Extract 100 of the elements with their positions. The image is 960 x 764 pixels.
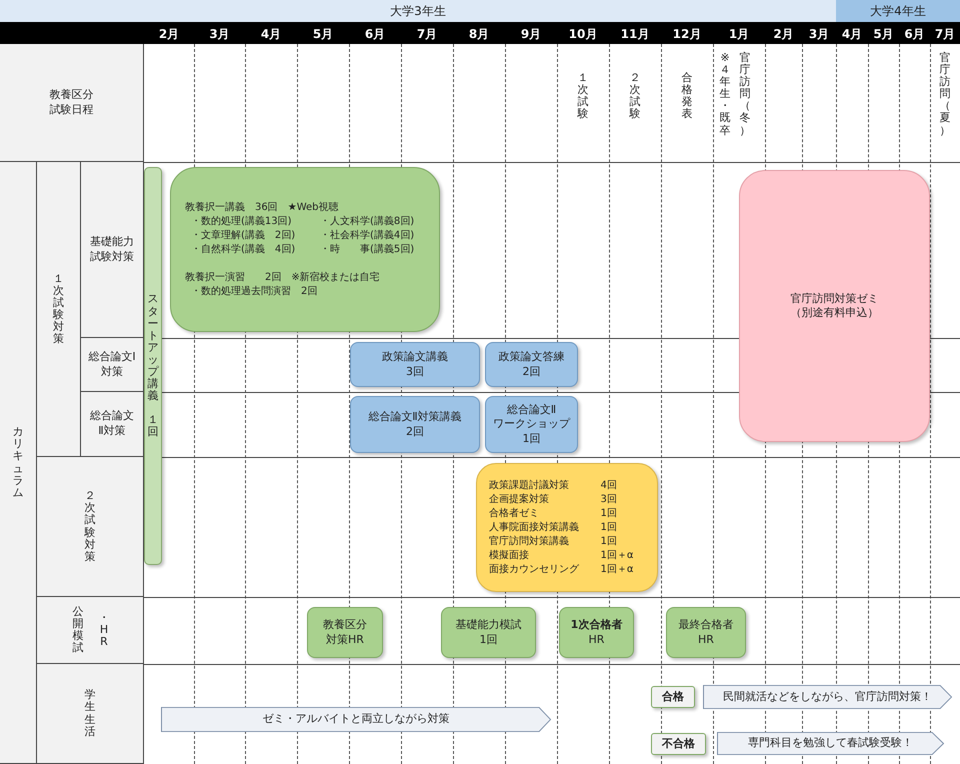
year-label: 大学4年生 — [870, 2, 926, 20]
month-label: 6月 — [364, 26, 386, 43]
node-text: スタートアップ講義 — [148, 293, 158, 402]
node-text: ・人文科学(講義8回) — [319, 215, 416, 228]
node-text: ワークショップ — [493, 417, 570, 432]
result-tag — [651, 686, 695, 708]
month-label: 5月 — [312, 26, 334, 43]
row-header-label: 総合論文Ⅰ対策 — [88, 350, 136, 380]
node-text: ・数的処理(講義13回) — [190, 215, 293, 228]
node-text: 2回 — [406, 424, 424, 439]
month-label: 7月 — [934, 26, 956, 43]
node-text: 政策論文答練 — [498, 350, 564, 364]
node-text: 不合格 — [662, 736, 695, 752]
node-text: （別途有料申込） — [790, 306, 878, 320]
node-text: 3回 — [406, 364, 424, 379]
schedule-label: 官庁訪問（冬） — [740, 52, 750, 137]
node-text: HR — [588, 632, 604, 647]
month-label: 5月 — [872, 26, 895, 43]
startup-lecture-bar — [144, 167, 162, 565]
node-text: 官庁訪問対策ゼミ — [790, 292, 878, 306]
course-box — [350, 396, 480, 453]
node-text: 1回 — [600, 507, 618, 520]
month-label: 9月 — [520, 26, 542, 43]
node-text: ゼミ・アルバイトと両立しながら対策 — [262, 712, 450, 727]
month-label: 12月 — [672, 26, 702, 43]
row-header-label: 教養区分試験日程 — [48, 88, 94, 118]
node-text: 面接カウンセリング — [489, 563, 580, 576]
course-box — [485, 342, 578, 387]
row-header-label: １次試験対策 — [53, 272, 64, 346]
schedule-label: ・HR — [98, 612, 110, 648]
month-label: 1月 — [728, 26, 750, 43]
node-text: 総合論文Ⅱ — [506, 403, 556, 418]
node-text: 政策課題討議対策 — [489, 479, 570, 492]
schedule-label: 合格発表 — [682, 72, 692, 120]
month-label: 2月 — [158, 26, 180, 43]
node-text: ・数的処理過去問演習 2回 — [190, 285, 318, 298]
month-label: 6月 — [903, 26, 926, 43]
year-label: 大学3年生 — [390, 2, 446, 20]
arrow-banner — [716, 731, 945, 756]
node-text: 1回 — [522, 432, 540, 446]
node-text: HR — [698, 632, 714, 647]
node-text: 1次合格者 — [570, 618, 622, 632]
node-text: 総合論文Ⅱ対策講義 — [368, 410, 462, 424]
node-text: 基礎能力模試 — [456, 618, 522, 632]
row-header-label: 総合論文Ⅱ対策 — [88, 409, 135, 439]
course-box — [350, 342, 480, 387]
month-label: 3月 — [808, 26, 830, 43]
row-header-label: 公開模試 — [72, 606, 84, 654]
schedule-label: １次試験 — [578, 72, 588, 120]
node-text: 1回＋α — [600, 563, 634, 576]
course-box — [476, 463, 658, 592]
schedule-label: 官庁訪問（夏） — [940, 52, 950, 137]
course-box — [170, 167, 440, 332]
node-text: 3回 — [600, 493, 618, 506]
homeroom-box — [559, 607, 634, 658]
result-tag — [651, 733, 706, 755]
node-text: 専門科目を勉強して春試験受験！ — [748, 736, 913, 751]
node-text: １回 — [148, 414, 158, 439]
row-header-label: カリキュラム — [12, 426, 24, 499]
homeroom-box — [307, 607, 383, 658]
month-label: 4月 — [840, 26, 864, 43]
node-text: 企画提案対策 — [489, 493, 550, 506]
node-text: 合格 — [662, 690, 684, 704]
node-text: ・自然科学(講義 4回) — [190, 243, 296, 256]
seminar-box — [739, 170, 930, 442]
arrow-banner — [702, 684, 953, 710]
month-label: 7月 — [416, 26, 438, 43]
node-text: ・社会科学(講義4回) — [319, 229, 416, 242]
month-label: 10月 — [568, 26, 598, 43]
schedule-label: ※４年生・既卒 — [720, 52, 730, 137]
node-text: 官庁訪問対策講義 — [489, 535, 570, 548]
node-text: 合格者ゼミ — [489, 507, 540, 520]
node-text: 最終合格者 — [678, 618, 734, 632]
row-header-label: ２次試験対策 — [84, 490, 96, 563]
node-text: 1回＋α — [600, 549, 634, 562]
row-header-label: 基礎能力試験対策 — [88, 234, 135, 264]
arrow-banner — [160, 706, 552, 733]
node-text: 対策HR — [326, 632, 364, 647]
node-text: 1回 — [600, 535, 618, 548]
node-text: 教養択一演習 2回 ※新宿校または自宅 — [185, 271, 381, 284]
node-text: 民間就活などをしながら、官庁訪問対策！ — [723, 690, 932, 704]
month-label: 2月 — [772, 26, 795, 43]
node-text: 教養区分 — [323, 618, 367, 632]
node-text: 1回 — [600, 521, 618, 534]
node-text: ・時 事(講義5回) — [319, 243, 416, 256]
homeroom-box — [441, 607, 536, 658]
node-text: 教養択一講義 36回 ★Web視聴 — [185, 201, 340, 214]
homeroom-box — [666, 607, 746, 658]
course-box — [485, 396, 578, 453]
schedule-label: ２次試験 — [630, 72, 640, 120]
month-label: 3月 — [208, 26, 231, 43]
node-text: 4回 — [600, 479, 618, 492]
node-text: 模擬面接 — [489, 549, 530, 562]
node-text: 人事院面接対策講義 — [489, 521, 580, 534]
node-text: 2回 — [522, 364, 540, 379]
node-text: 政策論文講義 — [382, 350, 448, 364]
month-label: 8月 — [468, 26, 490, 43]
month-label: 11月 — [620, 26, 650, 43]
month-label: 4月 — [260, 26, 282, 43]
node-text: 1回 — [480, 632, 498, 647]
